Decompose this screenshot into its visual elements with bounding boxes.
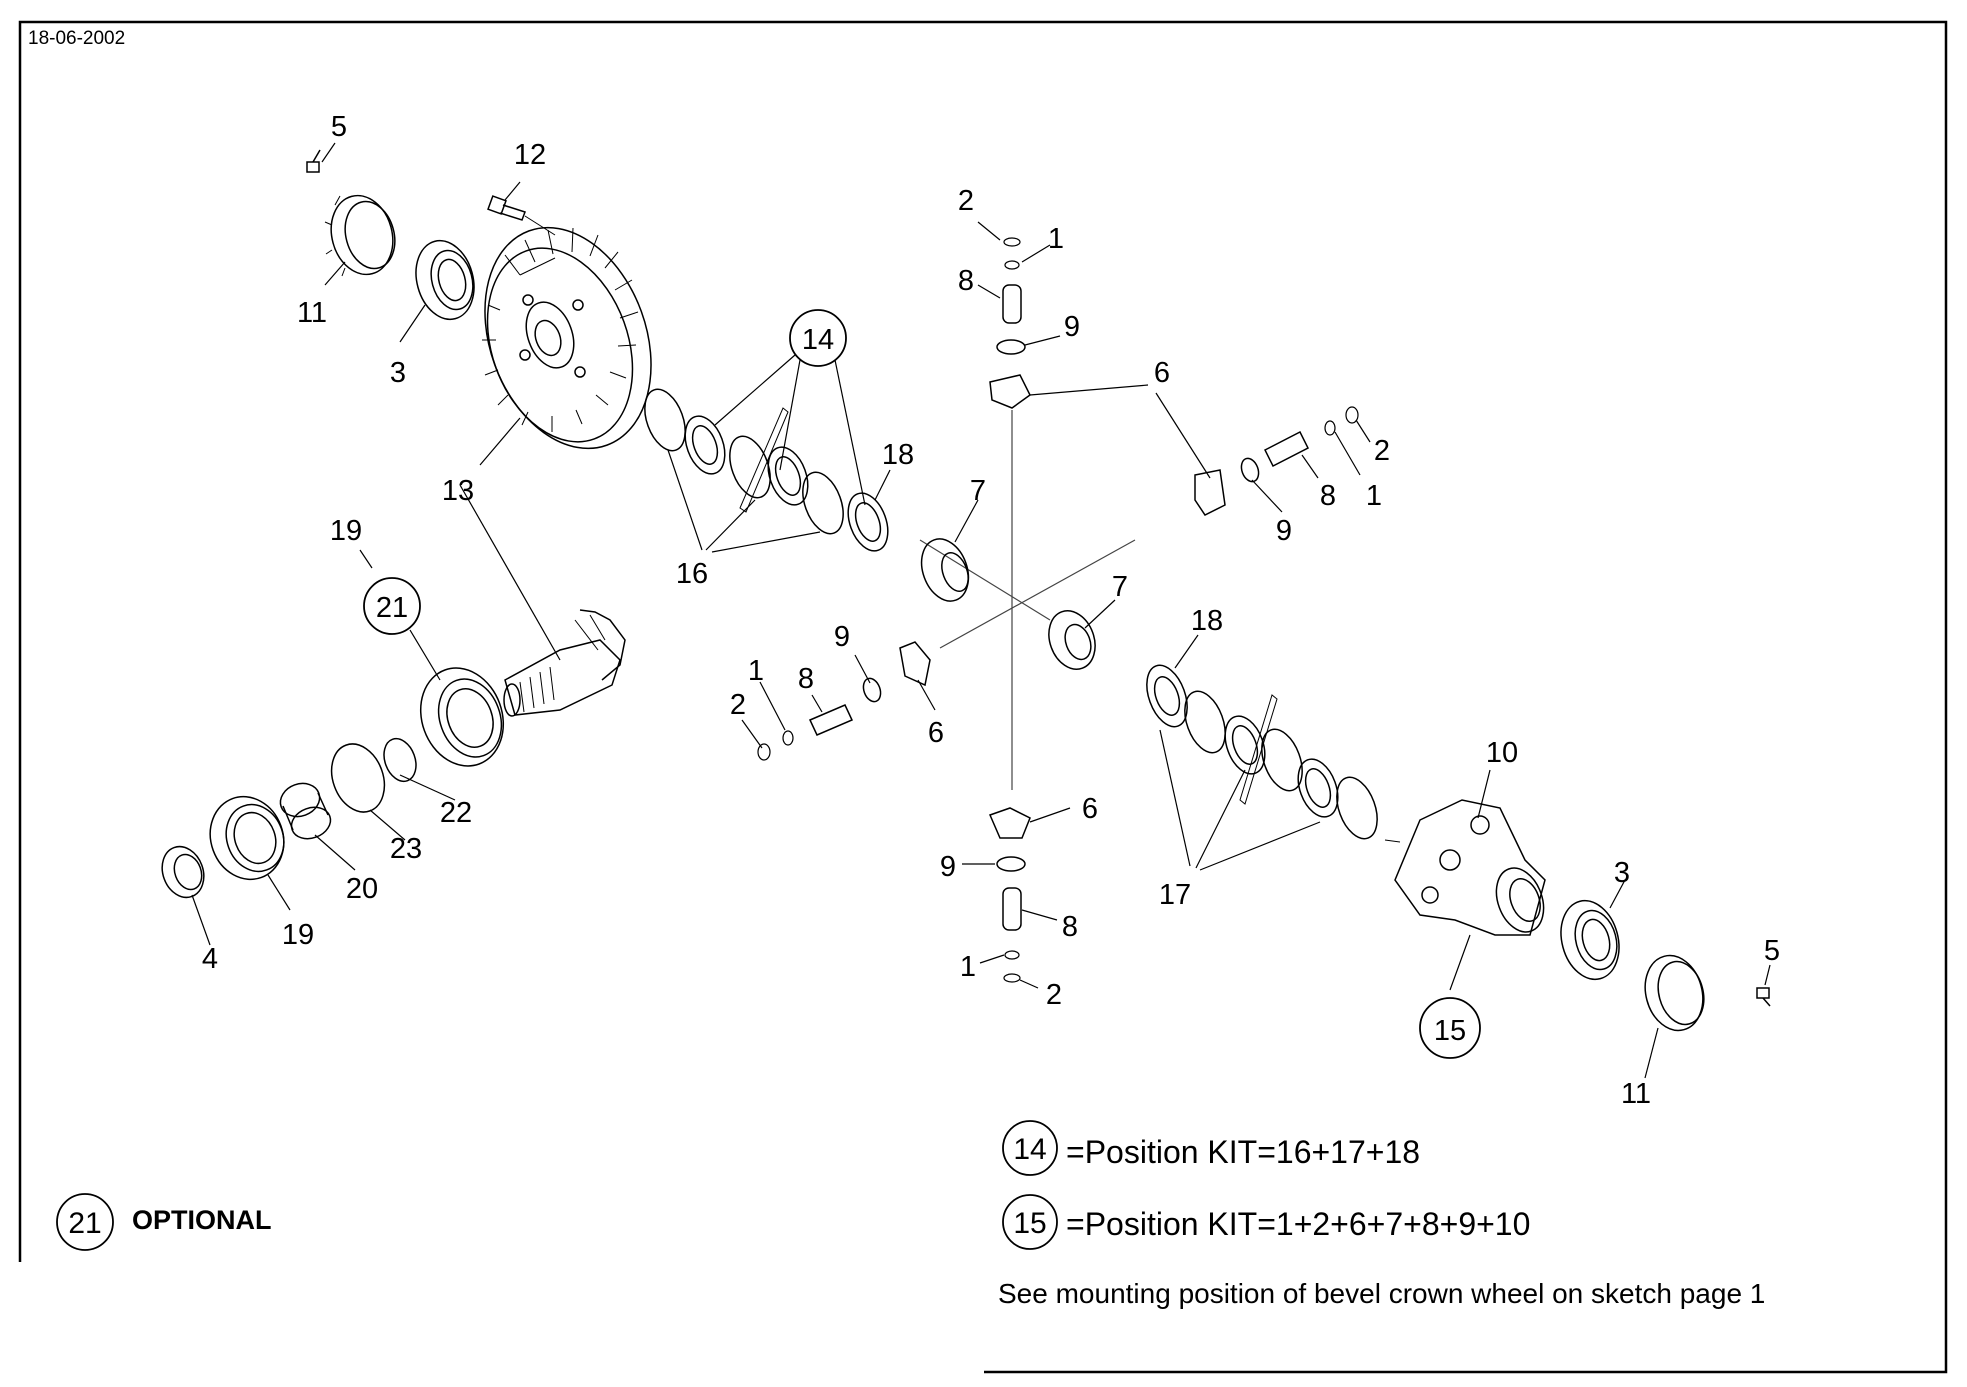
callout-label: 1 — [748, 655, 764, 687]
callout-label: 9 — [1064, 311, 1080, 343]
callout-label: 1 — [1048, 223, 1064, 255]
callout-label: 20 — [346, 873, 378, 905]
mounting-note: See mounting position of bevel crown whe… — [998, 1278, 1766, 1309]
circlips-1-2-part — [757, 237, 1359, 983]
callout-label: 19 — [330, 515, 362, 547]
crown-wheel-part — [482, 226, 652, 450]
callout-label: 8 — [1062, 911, 1078, 943]
callout-label: 5 — [331, 111, 347, 143]
bearing-3-part — [415, 239, 475, 321]
callout-labels: 5 12 11 3 13 19 21 22 23 20 19 4 14 16 1… — [202, 111, 1780, 1110]
callout-label: 8 — [798, 663, 814, 695]
side-gear-7-lower-part — [1048, 610, 1096, 670]
callout-label: 7 — [1112, 571, 1128, 603]
leader-lines — [191, 142, 1771, 1079]
bearing-19-lower-part — [209, 795, 285, 881]
pins-8-part — [808, 284, 1310, 931]
planet-gears-6-part — [899, 374, 1226, 839]
legend-circle-14 — [1002, 1120, 1058, 1176]
drawing-frame — [18, 20, 1948, 1374]
callout-label: 2 — [958, 185, 974, 217]
ring-nut-11-part — [324, 194, 396, 277]
ring-nut-11-lower-part — [1644, 954, 1705, 1032]
callout-label: 2 — [1374, 435, 1390, 467]
callout-label: 6 — [928, 717, 944, 749]
callout-label: 23 — [390, 833, 422, 865]
screw-5-part — [306, 149, 321, 173]
callout-label: 8 — [958, 265, 974, 297]
callout-label: 9 — [940, 851, 956, 883]
side-gear-7-upper-part — [920, 538, 970, 602]
callout-label: 3 — [390, 357, 406, 389]
callout-label: 11 — [1621, 1078, 1651, 1110]
callout-label: 1 — [960, 951, 976, 983]
callout-label: 2 — [730, 689, 746, 721]
ring-22-part — [383, 737, 417, 783]
callout-label: 9 — [834, 621, 850, 653]
callout-label: 9 — [1276, 515, 1292, 547]
callout-label: 10 — [1486, 737, 1518, 769]
callout-label: 22 — [440, 797, 472, 829]
bearing-19-upper-part — [419, 667, 505, 767]
callout-label: 15 — [1434, 1015, 1466, 1047]
callout-circles — [56, 309, 1481, 1251]
callout-label: 18 — [1191, 605, 1223, 637]
callout-label: 4 — [202, 943, 218, 975]
circle-14 — [789, 309, 847, 367]
legend-circle-15 — [1002, 1194, 1058, 1250]
legend-number-21: 21 — [68, 1207, 101, 1240]
callout-label: 14 — [802, 324, 834, 356]
callout-label: 12 — [514, 139, 546, 171]
callout-label: 3 — [1614, 857, 1630, 889]
callout-label: 16 — [676, 558, 708, 590]
ring-23-part — [330, 743, 386, 813]
callout-label: 7 — [970, 475, 986, 507]
spacer-20-part — [279, 782, 332, 840]
kit-15-note: =Position KIT=1+2+6+7+8+9+10 — [1066, 1206, 1531, 1242]
nut-4-part — [161, 845, 205, 899]
callout-label: 1 — [1366, 480, 1382, 512]
callout-label: 6 — [1082, 793, 1098, 825]
legend-circle-21 — [56, 1193, 114, 1251]
callout-label: 5 — [1764, 935, 1780, 967]
legend-number-14: 14 — [1013, 1133, 1046, 1166]
kit-14-note: =Position KIT=16+17+18 — [1066, 1134, 1421, 1170]
drawing-date: 18-06-2002 — [28, 28, 126, 49]
legend-number-15: 15 — [1013, 1207, 1046, 1240]
bolt-12-part — [487, 195, 556, 276]
friction-discs-upper-part — [644, 388, 889, 552]
callout-label: 21 — [376, 592, 408, 624]
callout-label: 18 — [882, 439, 914, 471]
pinion-shaft-part — [503, 609, 626, 717]
callout-label: 19 — [282, 919, 314, 951]
legend-numbers: 14 15 21 — [68, 1133, 1046, 1240]
differential-housing-part — [1384, 799, 1546, 936]
callout-label: 17 — [1159, 879, 1191, 911]
assembly-axes — [919, 410, 1136, 790]
callout-label: 11 — [297, 297, 327, 329]
optional-note: OPTIONAL — [132, 1205, 272, 1235]
callout-label: 6 — [1154, 357, 1170, 389]
callout-label: 2 — [1046, 979, 1062, 1011]
circle-15 — [1419, 997, 1481, 1059]
circle-21 — [363, 577, 421, 635]
friction-discs-lower-part — [1146, 664, 1378, 840]
bearing-3-lower-part — [1560, 899, 1620, 981]
callout-label: 13 — [442, 475, 474, 507]
callout-label: 8 — [1320, 480, 1336, 512]
screw-5-lower-part — [1756, 987, 1771, 1007]
